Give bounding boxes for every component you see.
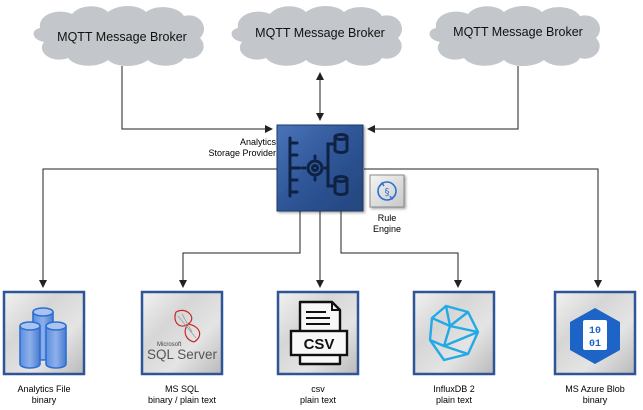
target-label-influxdb: InfluxDB 2 plain text <box>410 384 498 406</box>
csv-file-icon: CSV <box>289 300 349 366</box>
rule-engine-label-line2: Engine <box>372 224 402 234</box>
section-sign: § <box>385 187 390 198</box>
target-label-ms-sql: MS SQL binary / plain text <box>132 384 232 406</box>
target-format: binary / plain text <box>147 395 217 405</box>
analytics-storage-provider <box>276 124 364 212</box>
target-name: InfluxDB 2 <box>433 384 475 394</box>
connector-mssql <box>179 211 301 288</box>
target-name: csv <box>311 384 325 394</box>
target-influxdb <box>412 290 496 376</box>
target-ms-sql: Microsoft SQL Server <box>140 290 224 376</box>
target-connectors <box>39 168 602 288</box>
target-analytics-file <box>2 290 86 376</box>
sql-server-icon: Microsoft SQL Server <box>147 309 218 362</box>
csv-logo-text: CSV <box>304 336 335 353</box>
connector-analytics-file <box>39 168 277 288</box>
target-name: MS SQL <box>164 384 199 394</box>
provider-label: Analytics Storage Provider <box>200 137 276 159</box>
azure-blob-icon: 10 01 <box>570 308 620 364</box>
target-format: binary <box>31 395 57 405</box>
broker-label: MQTT Message Broker <box>255 26 385 40</box>
target-label-analytics-file: Analytics File binary <box>0 384 88 406</box>
connector-influxdb <box>340 211 462 288</box>
influxdb-icon <box>428 304 480 362</box>
target-label-csv: csv plain text <box>274 384 362 406</box>
broker-label: MQTT Message Broker <box>453 25 583 39</box>
target-format: plain text <box>435 395 473 405</box>
broker-label: MQTT Message Broker <box>57 30 187 44</box>
connector-left-broker <box>121 66 273 133</box>
storage-provider-icon <box>288 133 349 198</box>
sql-logo-small: Microsoft <box>157 342 182 348</box>
connector-right-broker <box>367 66 519 133</box>
rule-engine-icon <box>377 181 397 201</box>
rule-engine-label-line1: Rule <box>377 213 397 223</box>
provider-label-line1: Analytics <box>239 137 276 147</box>
target-format: binary <box>582 395 608 405</box>
database-cylinders-icon <box>19 307 67 369</box>
target-format: plain text <box>299 395 337 405</box>
provider-label-line2: Storage Provider <box>208 148 276 158</box>
target-csv: CSV <box>276 290 360 376</box>
target-name: MS Azure Blob <box>565 384 625 394</box>
target-name: Analytics File <box>17 384 71 394</box>
sql-logo-text: SQL Server <box>147 347 218 362</box>
broker-cloud-left: MQTT Message Broker <box>33 6 205 66</box>
broker-connectors <box>121 66 519 133</box>
blob-bits-bottom: 01 <box>589 339 601 350</box>
rule-engine: § <box>369 174 405 208</box>
target-label-azure-blob: MS Azure Blob binary <box>547 384 643 406</box>
connector-azure-blob <box>364 168 602 288</box>
broker-cloud-middle: MQTT Message Broker <box>231 6 403 66</box>
target-azure-blob: 10 01 <box>553 290 637 376</box>
rule-engine-label: Rule Engine <box>367 213 407 235</box>
broker-cloud-right: MQTT Message Broker <box>429 6 601 66</box>
blob-bits-top: 10 <box>589 326 601 337</box>
